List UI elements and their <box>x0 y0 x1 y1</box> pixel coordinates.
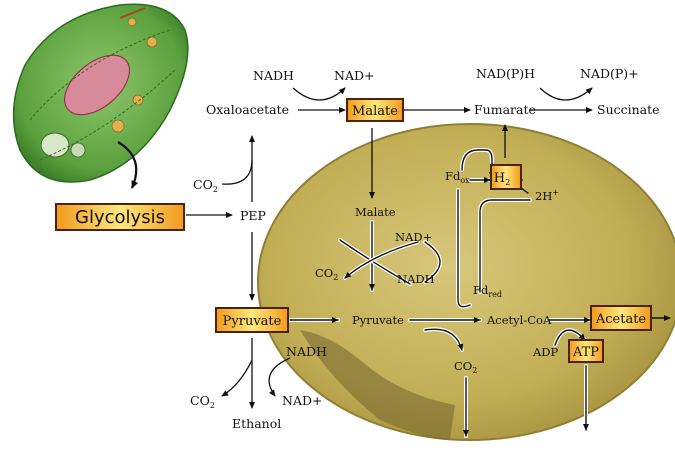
nad-plus-inner-label: NAD+ <box>395 230 432 244</box>
svg-text:Fdox: Fdox <box>445 169 470 185</box>
ethanol-label: Ethanol <box>232 416 281 431</box>
malate-box-label: Malate <box>352 104 398 119</box>
inner-arrows <box>288 148 592 438</box>
pep-label: PEP <box>240 208 266 223</box>
fd-ox-subscript: ox <box>460 176 470 185</box>
co2-inner-subscript: 2 <box>333 273 338 282</box>
co2-bottom-label: CO <box>454 359 472 373</box>
adp-label: ADP <box>532 345 559 359</box>
svg-text:Fdred: Fdred <box>473 283 502 299</box>
hydrogenosome-shadow <box>300 330 455 440</box>
nad-plus-top-label: NAD+ <box>334 68 374 83</box>
two-h-plus-label: 2H <box>535 189 552 203</box>
curve-nadh-to-nadplus-bottom <box>268 357 291 397</box>
pyruvate-box-label: Pyruvate <box>223 314 282 329</box>
co2-bottom-left-label: CO <box>190 393 210 408</box>
nad-plus-bottom-label: NAD+ <box>282 393 322 408</box>
curve-to-co2-bottom-left <box>221 359 253 397</box>
acetate-box: Acetate <box>590 305 652 331</box>
atp-box: ATP <box>568 339 604 363</box>
curve-nadph-nadpplus <box>539 87 593 101</box>
svg-text:2H+: 2H+ <box>535 188 559 203</box>
oxaloacetate-label: Oxaloacetate <box>206 102 289 117</box>
svg-text:CO2: CO2 <box>454 359 477 375</box>
curve-co2-to-pep <box>221 159 253 185</box>
h2-label: H <box>494 171 505 186</box>
arrow-cell-to-glycolysis <box>117 141 138 189</box>
fd-red-label: Fd <box>473 283 489 297</box>
nadph-label: NAD(P)H <box>476 66 535 81</box>
atp-box-label: ATP <box>572 345 599 360</box>
two-h-plus-superscript: + <box>552 188 559 197</box>
co2-bottom-left-subscript: 2 <box>210 401 215 410</box>
fd-ox-label: Fd <box>445 169 461 183</box>
nadh-inner-label: NADH <box>397 272 435 286</box>
glycolysis-box: Glycolysis <box>55 203 185 231</box>
glycolysis-label: Glycolysis <box>75 207 165 228</box>
acetyl-coa-label: Acetyl-CoA <box>486 313 552 327</box>
co2-left-subscript: 2 <box>213 185 218 194</box>
succinate-label: Succinate <box>597 102 660 117</box>
co2-left-label: CO <box>193 177 213 192</box>
nadp-plus-label: NAD(P)+ <box>580 66 639 81</box>
svg-text:H2: H2 <box>494 171 510 187</box>
malate-box: Malate <box>346 98 404 122</box>
pyruvate-box: Pyruvate <box>215 307 289 333</box>
curve-nadh-nadplus-top <box>292 87 346 101</box>
svg-text:CO2: CO2 <box>190 393 215 410</box>
trichomonas-cell-illustration <box>12 3 189 183</box>
fd-red-subscript: red <box>488 290 502 299</box>
malate-inner-label: Malate <box>355 205 396 219</box>
pyruvate-inner-label: Pyruvate <box>352 313 404 327</box>
nadh-bottom-label: NADH <box>286 344 327 359</box>
nadh-top-label: NADH <box>253 68 294 83</box>
co2-bottom-subscript: 2 <box>472 366 477 375</box>
svg-text:CO2: CO2 <box>315 266 338 282</box>
fumarate-label: Fumarate <box>474 102 536 117</box>
h2-box: H2 <box>490 164 522 190</box>
svg-text:CO2: CO2 <box>193 177 218 194</box>
co2-inner-label: CO <box>315 266 333 280</box>
h2-subscript: 2 <box>505 178 510 187</box>
acetate-box-label: Acetate <box>595 312 647 327</box>
